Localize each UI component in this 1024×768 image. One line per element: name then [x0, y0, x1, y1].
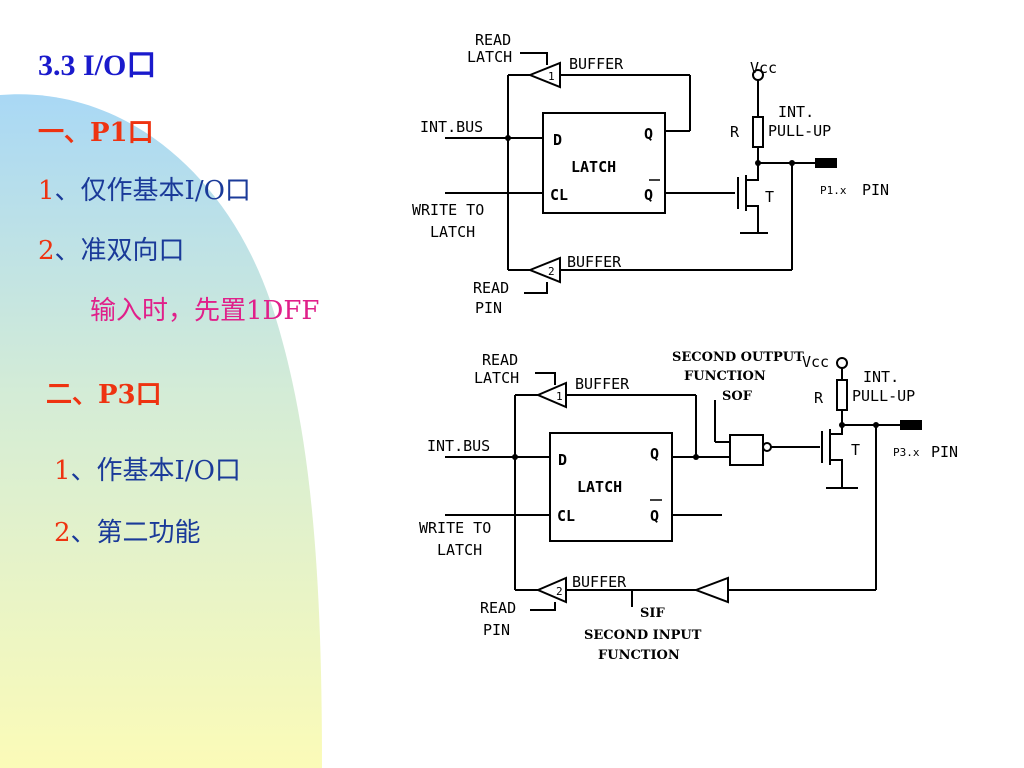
- page-title: 3.3 I/O口: [38, 49, 157, 82]
- write-to-latch-label-line2: LATCH: [430, 223, 475, 241]
- pullup-label-line2: PULL-UP: [768, 122, 831, 140]
- list-item: 2、第二功能: [54, 512, 201, 549]
- pin-label: PIN: [862, 181, 889, 199]
- latch-cl-label: CL: [557, 507, 575, 525]
- p3-port-circuit-diagram: READ LATCH BUFFER 1 SECOND OUTPUT FUNCTI…: [419, 350, 958, 663]
- write-to-latch-label-line1: WRITE TO: [419, 519, 491, 537]
- read-pin-label-line2: PIN: [475, 299, 502, 317]
- latch-title: LATCH: [571, 158, 616, 176]
- second-output-label-line1: SECOND OUTPUT: [672, 350, 804, 365]
- item-number: 1: [54, 456, 71, 486]
- list-item: 1、作基本I/O口: [54, 450, 241, 487]
- latch-title: LATCH: [577, 478, 622, 496]
- latch-d-label: D: [553, 131, 562, 149]
- read-pin-label-line1: READ: [480, 599, 516, 617]
- transistor-label: T: [851, 441, 860, 459]
- resistor-label: R: [730, 123, 740, 141]
- list-item: 1、仅作基本I/O口: [38, 170, 251, 207]
- read-pin-label-line1: READ: [473, 279, 509, 297]
- read-latch-label-line2: LATCH: [474, 369, 519, 387]
- read-latch-label-line2: LATCH: [467, 48, 512, 66]
- latch-box: [542, 112, 666, 214]
- int-bus-label: INT.BUS: [420, 118, 483, 136]
- latch-q-label: Q: [644, 125, 653, 143]
- pullup-label-line2: PULL-UP: [852, 387, 915, 405]
- pin-terminal: [815, 158, 837, 168]
- pullup-resistor: [752, 116, 764, 148]
- sof-label: SOF: [722, 389, 753, 404]
- item-number: 2: [54, 518, 71, 548]
- latch-qbar-label: Q: [644, 186, 653, 204]
- resistor-label: R: [814, 389, 824, 407]
- transistor-label: T: [765, 188, 774, 206]
- buffer-2-number: 2: [548, 265, 555, 278]
- vcc-label: Vcc: [802, 353, 829, 371]
- pin-prefix-label: P1.x: [820, 184, 847, 197]
- buffer-2-label: BUFFER: [572, 573, 627, 591]
- item-text: 、仅作基本I/O口: [54, 176, 251, 206]
- latch-q-label: Q: [650, 445, 659, 463]
- item-text: 、准双向口: [54, 236, 185, 266]
- sif-label: SIF: [640, 606, 665, 621]
- note-text: 输入时，先置1DFF: [90, 296, 320, 326]
- buffer-2-triangle: [527, 256, 561, 284]
- buffer-1-label: BUFFER: [575, 375, 630, 393]
- buffer-1-triangle: [527, 61, 561, 89]
- buffer-2-number: 2: [556, 585, 563, 598]
- nand-gate: [729, 434, 764, 466]
- item-text: 、第二功能: [70, 518, 201, 548]
- input-buffer-triangle: [693, 576, 729, 604]
- pullup-resistor: [836, 379, 848, 411]
- pullup-label-line1: INT.: [863, 368, 899, 386]
- p1-port-circuit-diagram: READ LATCH BUFFER 1 INT.BUS WRITE TO LAT…: [412, 31, 889, 317]
- read-pin-label-line2: PIN: [483, 621, 510, 639]
- int-bus-label: INT.BUS: [427, 437, 490, 455]
- buffer-2-label: BUFFER: [567, 253, 622, 271]
- pin-terminal: [900, 420, 922, 430]
- item-text: 、作基本I/O口: [70, 456, 241, 486]
- latch-qbar-label: Q: [650, 507, 659, 525]
- section-heading-p1: 一、P1口: [38, 118, 154, 148]
- read-latch-label-line1: READ: [475, 31, 511, 49]
- pullup-label-line1: INT.: [778, 103, 814, 121]
- buffer-1-label: BUFFER: [569, 55, 624, 73]
- pin-label: PIN: [931, 443, 958, 461]
- buffer-1-number: 1: [556, 390, 563, 403]
- vcc-label: Vcc: [750, 59, 777, 77]
- latch-d-label: D: [558, 451, 567, 469]
- read-latch-label-line1: READ: [482, 351, 518, 369]
- write-to-latch-label-line1: WRITE TO: [412, 201, 484, 219]
- latch-box: [549, 432, 673, 542]
- second-input-label-line1: SECOND INPUT: [584, 628, 702, 643]
- background-blob: [0, 94, 322, 768]
- buffer-1-number: 1: [548, 70, 555, 83]
- latch-cl-label: CL: [550, 186, 568, 204]
- pin-prefix-label: P3.x: [893, 446, 920, 459]
- write-to-latch-label-line2: LATCH: [437, 541, 482, 559]
- item-number: 1: [38, 176, 55, 206]
- item-number: 2: [38, 236, 55, 266]
- section-heading-p3: 二、P3口: [46, 380, 162, 410]
- second-input-label-line2: FUNCTION: [598, 648, 680, 663]
- list-item: 2、准双向口: [38, 230, 185, 267]
- second-output-label-line2: FUNCTION: [684, 369, 766, 384]
